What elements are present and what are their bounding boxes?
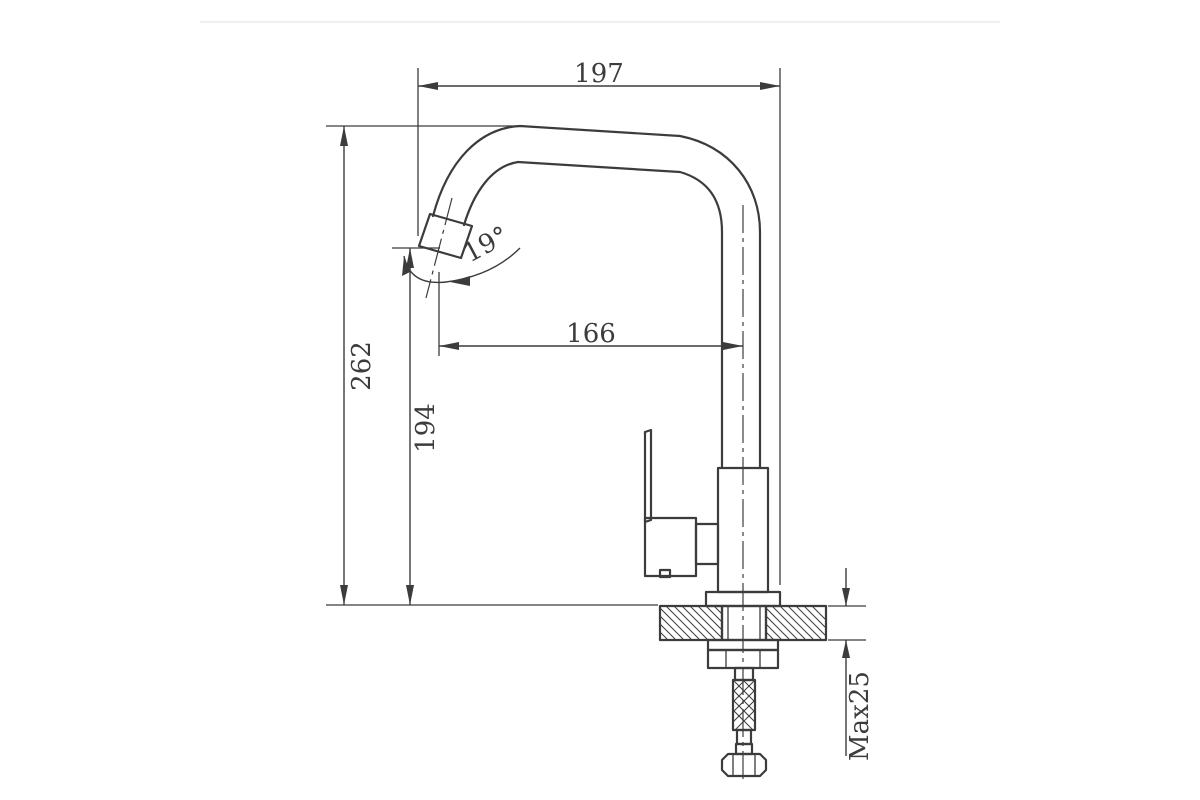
countertop-section	[658, 604, 828, 642]
dimension-spout-reach-label: 166	[566, 319, 616, 349]
dimension-spout-height-label: 194	[411, 403, 441, 453]
faucet-outline	[417, 124, 782, 608]
dimension-overall-height-label: 262	[347, 341, 377, 391]
dimension-spout-reach	[438, 272, 743, 356]
dimension-swivel-angle	[402, 247, 521, 286]
dimension-spout-height	[392, 247, 440, 605]
dimension-mount-thickness-label: Max25	[845, 671, 875, 761]
dimension-swivel-angle-label: 19°	[459, 221, 514, 269]
dimension-overall-width	[417, 68, 781, 585]
dimension-overall-width-label: 197	[574, 59, 624, 89]
dimension-overall-height	[326, 125, 658, 606]
dimension-mount-thickness	[828, 568, 866, 756]
